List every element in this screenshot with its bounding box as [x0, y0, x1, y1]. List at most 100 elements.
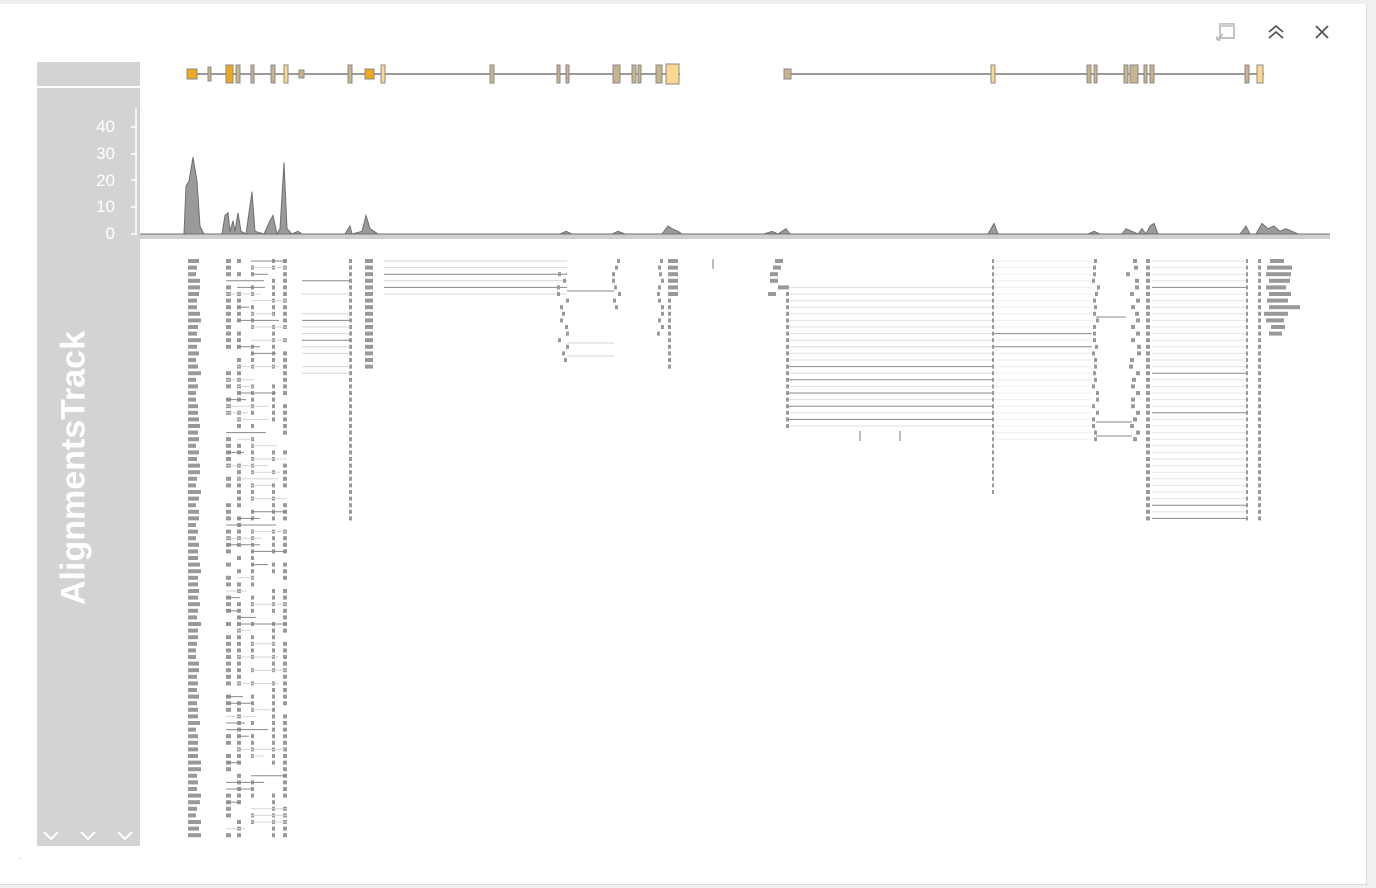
read-block [251, 694, 254, 699]
read-block [188, 635, 198, 640]
read-block [188, 615, 197, 620]
read-block [786, 338, 789, 343]
read-block [1246, 338, 1248, 343]
read-block [188, 278, 200, 283]
read-block [563, 278, 566, 283]
read-block [188, 542, 199, 547]
read-block [237, 556, 241, 560]
read-block [349, 463, 352, 468]
read-block [237, 569, 241, 574]
read-block [992, 490, 994, 494]
read-block [188, 648, 196, 653]
read-block [1246, 463, 1248, 468]
read-block [1258, 384, 1261, 389]
read-block [251, 787, 254, 791]
read-block [1130, 292, 1134, 296]
read-block [237, 331, 241, 336]
read-block [188, 364, 198, 369]
read-block [1093, 325, 1096, 329]
gene-exon [1244, 64, 1250, 84]
read-block [1092, 404, 1095, 409]
read-block [668, 338, 671, 343]
read-block [992, 331, 994, 336]
read-block [226, 602, 231, 607]
read-block [1146, 457, 1150, 461]
read-block [349, 318, 352, 323]
read-block [188, 470, 200, 475]
read-block [237, 820, 241, 824]
read-block [237, 641, 241, 646]
read-block [349, 470, 352, 475]
read-block [283, 516, 287, 521]
expand-controls[interactable] [40, 826, 140, 846]
read-block [1246, 443, 1248, 448]
read-block [272, 305, 275, 310]
read-block [992, 358, 994, 362]
read-block [283, 318, 287, 323]
read-block [283, 536, 287, 541]
read-block [226, 813, 231, 818]
collapse-button[interactable] [1262, 18, 1290, 46]
read-block [1258, 344, 1261, 349]
read-block [188, 371, 201, 376]
read-block [1266, 318, 1284, 323]
read-block [1146, 272, 1150, 277]
read-block [349, 358, 352, 362]
read-block [272, 331, 275, 336]
read-block [1146, 424, 1150, 428]
read-block [1146, 344, 1150, 349]
read-block [660, 259, 663, 263]
read-block [786, 351, 789, 356]
read-block [1146, 377, 1150, 382]
read-block [775, 259, 783, 263]
read-block [226, 734, 231, 739]
gene-exon [1256, 64, 1264, 84]
read-block [1094, 305, 1097, 310]
read-block [272, 562, 275, 567]
read-block [1258, 292, 1261, 296]
read-block [188, 608, 198, 613]
read-block [1269, 305, 1300, 310]
read-block [1258, 358, 1261, 362]
read-block [349, 338, 352, 343]
read-block [349, 351, 352, 356]
read-block [1246, 437, 1248, 442]
read-block [237, 754, 241, 758]
read-block [1246, 470, 1248, 475]
read-block [283, 727, 287, 732]
read-block [558, 272, 561, 277]
read-block [1258, 470, 1261, 475]
read-block [188, 358, 196, 362]
read-block [188, 602, 200, 607]
read-block [272, 608, 275, 613]
read-block [283, 833, 287, 838]
read-block [251, 595, 254, 600]
read-block [992, 483, 994, 488]
read-block [992, 338, 994, 343]
read-block [283, 417, 287, 422]
read-block [1093, 311, 1096, 316]
read-block [365, 344, 373, 349]
read-block [226, 635, 231, 640]
read-block [365, 338, 373, 343]
read-block [188, 800, 200, 805]
read-block [188, 820, 201, 824]
read-block [992, 470, 994, 475]
read-block [283, 595, 287, 600]
read-block [1246, 311, 1248, 316]
read-block [773, 265, 781, 270]
read-block [226, 311, 231, 316]
read-block [237, 773, 241, 778]
read-block [188, 384, 198, 389]
coverage-tick-label: 0 [105, 224, 115, 243]
read-block [349, 476, 352, 481]
read-block [226, 575, 231, 580]
read-block [272, 661, 275, 666]
close-button[interactable] [1308, 18, 1336, 46]
read-block [272, 721, 275, 725]
read-block [283, 701, 287, 706]
read-block [365, 364, 373, 369]
read-block [283, 450, 287, 455]
popout-button[interactable] [1212, 18, 1240, 46]
read-block [1094, 437, 1097, 442]
